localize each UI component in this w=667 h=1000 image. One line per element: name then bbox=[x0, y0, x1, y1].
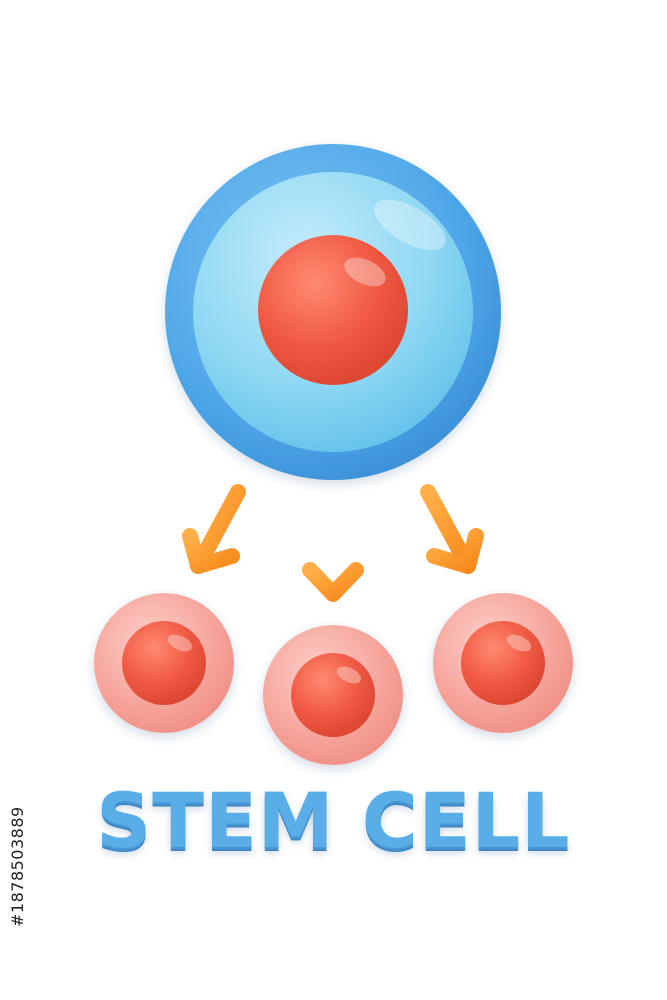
daughter-cell-icon bbox=[94, 593, 573, 765]
stock-id-text: #1878503889 bbox=[8, 806, 27, 928]
daughter-cell-center bbox=[263, 625, 403, 765]
arrow-down-icon bbox=[182, 484, 484, 602]
arrow-left bbox=[182, 484, 246, 574]
stem-cell-highlight bbox=[374, 199, 446, 251]
stem-cell-nucleus bbox=[258, 235, 408, 385]
title-text: STEM CELL bbox=[96, 776, 571, 865]
nucleus-highlight bbox=[344, 257, 386, 287]
arrow-right bbox=[420, 484, 484, 574]
arrow-center bbox=[302, 500, 364, 602]
stem-cell-icon bbox=[165, 144, 501, 480]
daughter-cell-right bbox=[433, 593, 573, 733]
daughter-cell-left bbox=[94, 593, 234, 733]
